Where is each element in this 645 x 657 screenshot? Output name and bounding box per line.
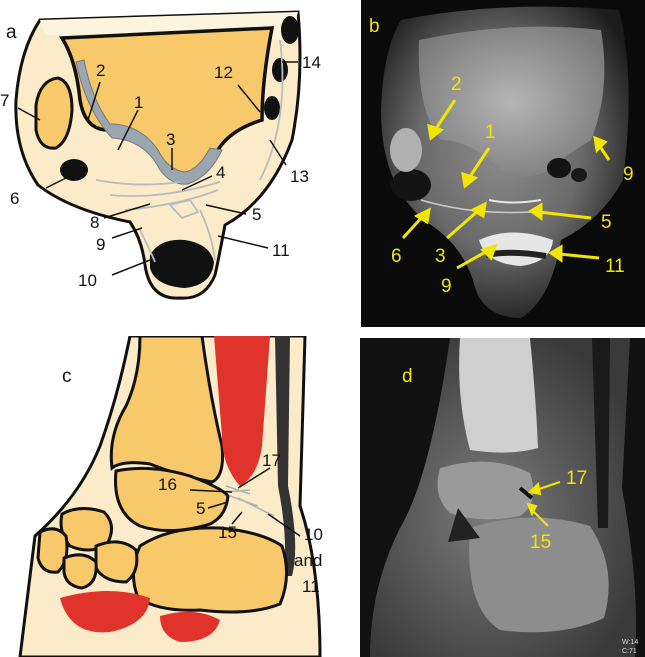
mri-label-17: 17: [566, 468, 587, 489]
panel-c-metatarsal: [62, 553, 98, 590]
label-17: 17: [262, 451, 281, 470]
label-9: 9: [96, 235, 105, 254]
label-3: 3: [166, 130, 175, 149]
panel-d-achilles: [592, 338, 610, 528]
label-11: 11: [302, 577, 320, 596]
label-5: 5: [196, 499, 205, 518]
mri-label-15: 15: [530, 532, 551, 553]
panel-c-muscle: [214, 336, 270, 486]
panel-c-talus: [114, 466, 230, 533]
label-10: 10: [78, 271, 97, 290]
label-15: 15: [218, 523, 237, 542]
window-width-text: W:14: [622, 639, 638, 646]
panel-c-cuboid: [94, 540, 139, 584]
panel-b-tendon: [571, 168, 587, 182]
label-5: 5: [252, 205, 261, 224]
panel-a-calcaneus: [150, 239, 214, 288]
panel-b-talus: [418, 26, 605, 177]
label-12: 12: [214, 63, 233, 82]
label-13: 13: [290, 167, 309, 186]
mri-label-3: 3: [435, 246, 446, 267]
panel-b-tag: b: [369, 16, 380, 37]
label-14: 14: [302, 53, 321, 72]
label-4: 4: [216, 163, 225, 182]
panel-a-cartilage: [75, 59, 223, 185]
panel-b-tendon: [390, 128, 422, 172]
label-11: 11: [272, 241, 290, 260]
panel-c-calcaneus: [132, 526, 288, 614]
panel-b-arrows: [401, 99, 611, 270]
panel-d-talus: [437, 461, 534, 520]
label-6: 6: [10, 189, 19, 208]
panel-a-tendon-oval: [264, 96, 280, 120]
label-1: 1: [134, 93, 143, 112]
panel-d-tag: d: [402, 366, 413, 387]
panel-c-tibia: [109, 336, 224, 484]
mri-label-5: 5: [601, 212, 612, 233]
panel-a-tendon-oval: [60, 159, 88, 181]
mri-label-6: 6: [391, 246, 402, 267]
mri-label-11: 11: [605, 256, 625, 277]
panel-b-sustentaculum: [479, 232, 553, 266]
panel-a-tendon-oval: [272, 58, 288, 82]
panel-a-tendon-oval: [281, 16, 299, 44]
mri-label-9-upper: 9: [623, 164, 634, 185]
panel-d-tibia: [459, 338, 538, 453]
mri-label-1: 1: [485, 122, 496, 143]
label-2: 2: [96, 61, 105, 80]
panel-c-plantar-muscle: [60, 591, 150, 633]
label-8: 8: [90, 213, 99, 232]
panel-d-arrows: [526, 481, 561, 527]
panel-a-leaders: [17, 61, 298, 276]
mri-label-2: 2: [451, 74, 462, 95]
panel-c-plantar-muscle: [160, 611, 220, 642]
label-16: 16: [158, 475, 177, 494]
label-10: 10: [304, 525, 323, 544]
mri-label-9-lower: 9: [441, 276, 452, 297]
panel-c-achilles: [275, 336, 296, 576]
panel-d-calcaneus: [469, 517, 609, 633]
panel-a-medial-malleolus: [34, 76, 74, 150]
panel-b-tendon: [547, 158, 571, 178]
panel-d-mri: d 17 15 W:14 C:71: [360, 338, 645, 657]
panel-a-tag: a: [6, 22, 17, 43]
panel-c-illustration: c 17 16 5 15 10 and 11: [18, 336, 323, 657]
window-center-text: C:71: [622, 648, 637, 655]
label-7: 7: [0, 91, 9, 110]
label-and: and: [294, 551, 322, 570]
panel-c-tag: c: [62, 366, 72, 387]
panel-b-mri: b 2 1 9 5 6 3 11 9: [361, 0, 645, 327]
panel-a-illustration: a 2 1 3 4 5 6 7 8 9 10 11 12 13 14: [0, 10, 321, 300]
panel-b-tendon: [391, 169, 431, 201]
panel-c-leaders: [189, 467, 301, 537]
